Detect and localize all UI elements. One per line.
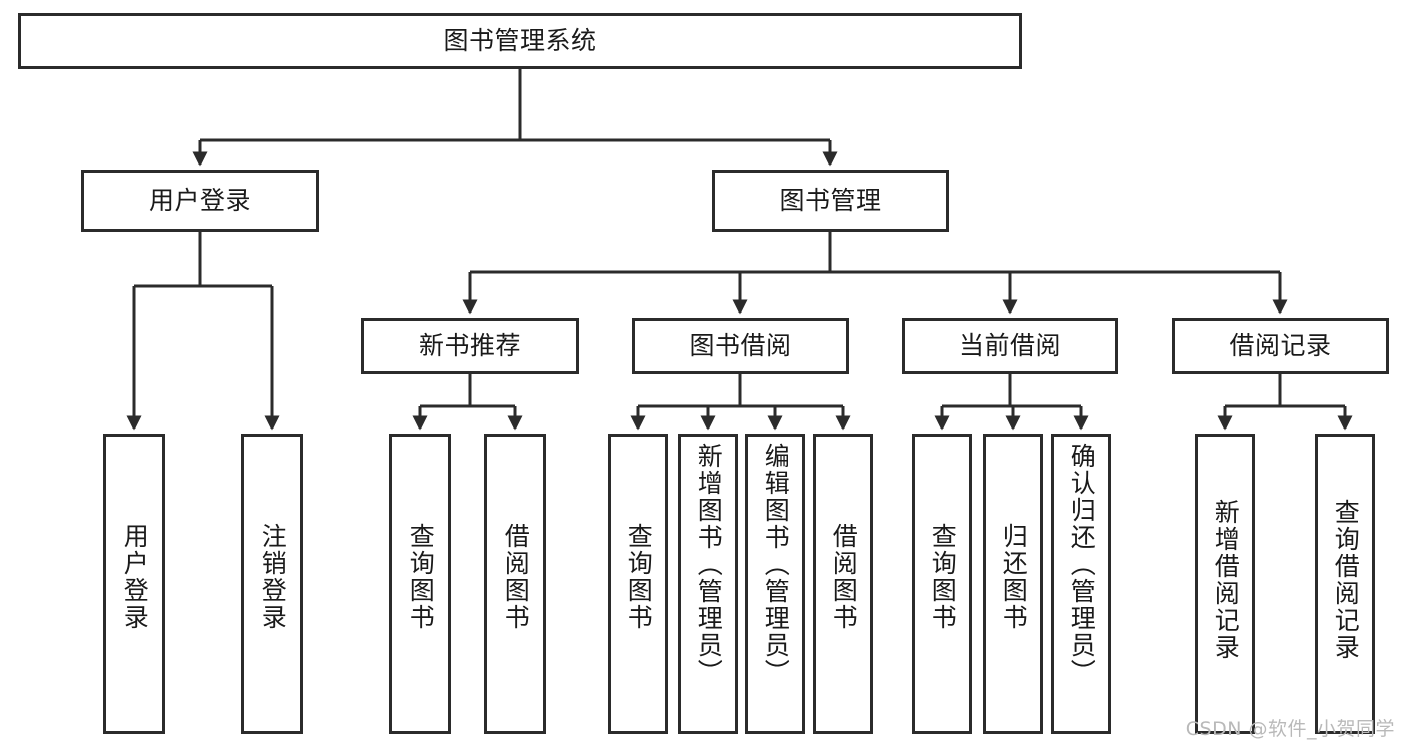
leaf-borrow-book[interactable]: 借阅图书 [813, 434, 873, 734]
leaf-label: 查询图书 [406, 523, 436, 631]
node-new-book-recommend[interactable]: 新书推荐 [361, 318, 579, 374]
leaf-borrow-book-recommend[interactable]: 借阅图书 [484, 434, 546, 734]
leaf-edit-book-admin[interactable]: 编辑图书（管理员） [745, 434, 805, 734]
node-root-label: 图书管理系统 [443, 26, 597, 56]
leaf-user-login[interactable]: 用户登录 [103, 434, 165, 734]
leaf-logout[interactable]: 注销登录 [241, 434, 303, 734]
leaf-confirm-return-admin[interactable]: 确认归还（管理员） [1051, 434, 1111, 734]
node-label: 借阅记录 [1229, 331, 1332, 361]
leaf-label: 借阅图书 [829, 523, 859, 631]
node-current-borrow[interactable]: 当前借阅 [902, 318, 1118, 374]
leaf-label: 编辑图书（管理员） [761, 443, 791, 686]
leaf-query-book-borrow[interactable]: 查询图书 [608, 434, 668, 734]
node-label: 图书借阅 [689, 331, 792, 361]
node-label: 新书推荐 [418, 331, 521, 361]
leaf-label: 注销登录 [258, 523, 288, 631]
watermark: CSDN @软件_小贺同学 [1185, 718, 1395, 740]
leaf-label: 确认归还（管理员） [1067, 443, 1097, 686]
leaf-add-borrow-record[interactable]: 新增借阅记录 [1195, 434, 1255, 734]
leaf-add-book-admin[interactable]: 新增图书（管理员） [678, 434, 738, 734]
leaf-label: 查询借阅记录 [1331, 499, 1361, 661]
leaf-query-book-recommend[interactable]: 查询图书 [389, 434, 451, 734]
leaf-query-book-current[interactable]: 查询图书 [912, 434, 972, 734]
leaf-label: 归还图书 [999, 523, 1029, 631]
node-borrow-records[interactable]: 借阅记录 [1172, 318, 1389, 374]
node-book-management[interactable]: 图书管理 [712, 170, 949, 232]
node-book-borrow[interactable]: 图书借阅 [632, 318, 849, 374]
node-user-login[interactable]: 用户登录 [81, 170, 319, 232]
node-label: 图书管理 [779, 186, 882, 216]
node-root[interactable]: 图书管理系统 [18, 13, 1022, 69]
node-label: 当前借阅 [958, 331, 1061, 361]
leaf-label: 用户登录 [120, 523, 150, 631]
leaf-return-book[interactable]: 归还图书 [983, 434, 1043, 734]
leaf-label: 新增图书（管理员） [694, 443, 724, 686]
leaf-label: 查询图书 [928, 523, 958, 631]
leaf-label: 查询图书 [624, 523, 654, 631]
leaf-label: 新增借阅记录 [1211, 499, 1241, 661]
leaf-query-borrow-record[interactable]: 查询借阅记录 [1315, 434, 1375, 734]
leaf-label: 借阅图书 [501, 523, 531, 631]
node-label: 用户登录 [148, 186, 251, 216]
